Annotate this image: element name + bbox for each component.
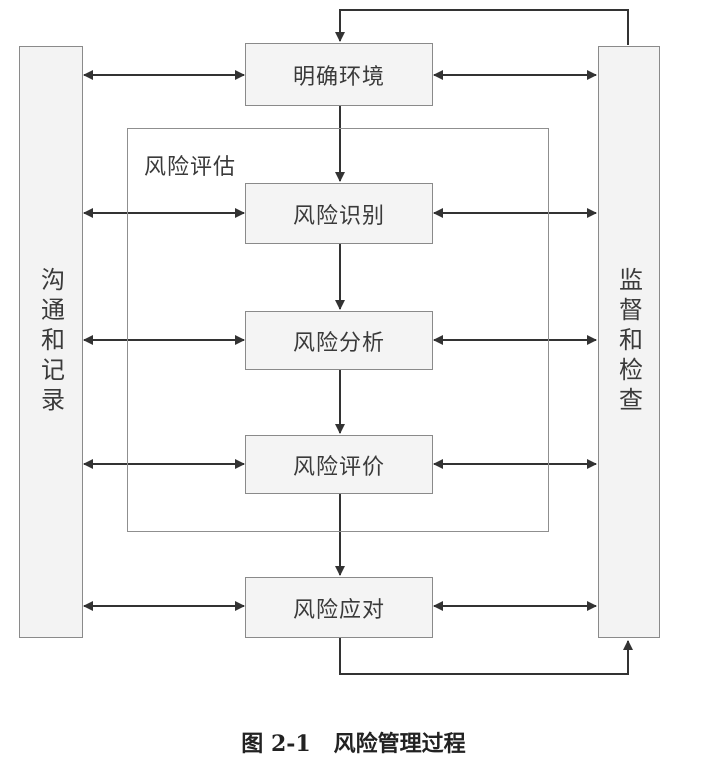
figure-caption: 图 2-1 风险管理过程 [241, 731, 466, 757]
monitoring-panel-label: 监督和检查 [614, 267, 643, 417]
communication-panel-label: 沟通和记录 [36, 267, 65, 417]
step-risk-identification: 风险识别 [245, 183, 433, 244]
step-risk-response: 风险应对 [245, 577, 433, 638]
step-establish-context: 明确环境 [245, 43, 433, 106]
feedback-respond-to-monitor [339, 638, 633, 675]
feedback-monitor-to-context [335, 9, 629, 45]
monitoring-panel: 监督和检查 [598, 46, 660, 638]
step-risk-analysis: 风险分析 [245, 311, 433, 370]
risk-assessment-label: 风险评估 [144, 155, 237, 180]
communication-panel: 沟通和记录 [19, 46, 83, 638]
risk-assessment-group [127, 128, 549, 532]
step-risk-evaluation: 风险评价 [245, 435, 433, 494]
